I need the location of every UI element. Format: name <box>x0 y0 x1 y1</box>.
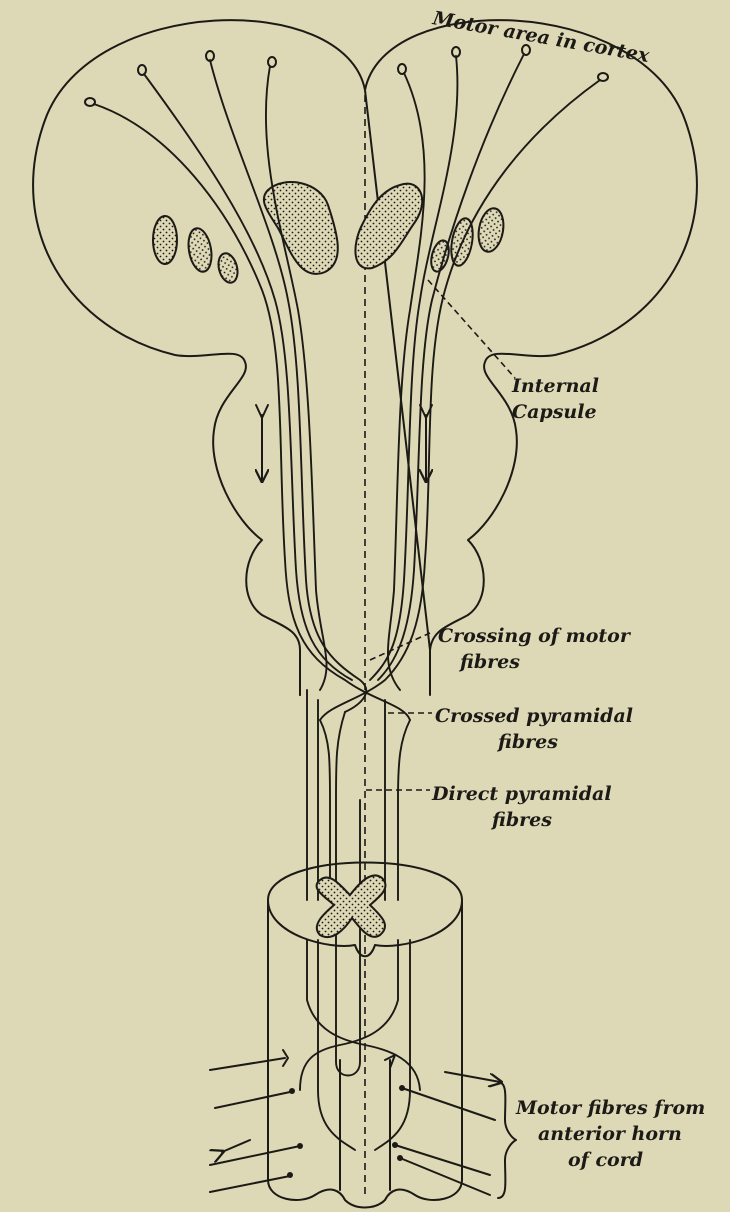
motor-nerves <box>210 1050 500 1195</box>
nucleus-left-2 <box>185 226 214 273</box>
left-fibres <box>94 60 410 720</box>
label-crossing-2: fibres <box>458 651 520 673</box>
label-motor-fibres-1: Motor fibres from <box>515 1097 705 1119</box>
label-motor-area: Motor area in cortex <box>430 7 651 67</box>
nucleus-left-1 <box>153 216 177 264</box>
grey-matter <box>317 875 386 937</box>
leader-internal-capsule <box>428 280 515 378</box>
label-motor-fibres-3: of cord <box>568 1149 643 1171</box>
label-direct-1: Direct pyramidal <box>431 783 612 805</box>
label-crossing-1: Crossing of motor <box>438 625 632 647</box>
label-internal-capsule-2: Capsule <box>512 401 597 423</box>
basal-ganglia <box>153 182 507 285</box>
nucleus-left-3 <box>215 251 240 285</box>
label-internal-capsule-1: Internal <box>511 375 599 397</box>
label-crossed-2: fibres <box>496 731 558 753</box>
cortical-cell-bodies <box>85 45 608 106</box>
label-direct-2: fibres <box>490 809 552 831</box>
motor-fibres-brace <box>498 1082 516 1198</box>
leader-crossing <box>370 633 430 660</box>
nucleus-right-1 <box>475 206 506 253</box>
label-crossed-1: Crossed pyramidal <box>435 705 633 727</box>
label-motor-fibres-2: anterior horn <box>538 1123 682 1145</box>
